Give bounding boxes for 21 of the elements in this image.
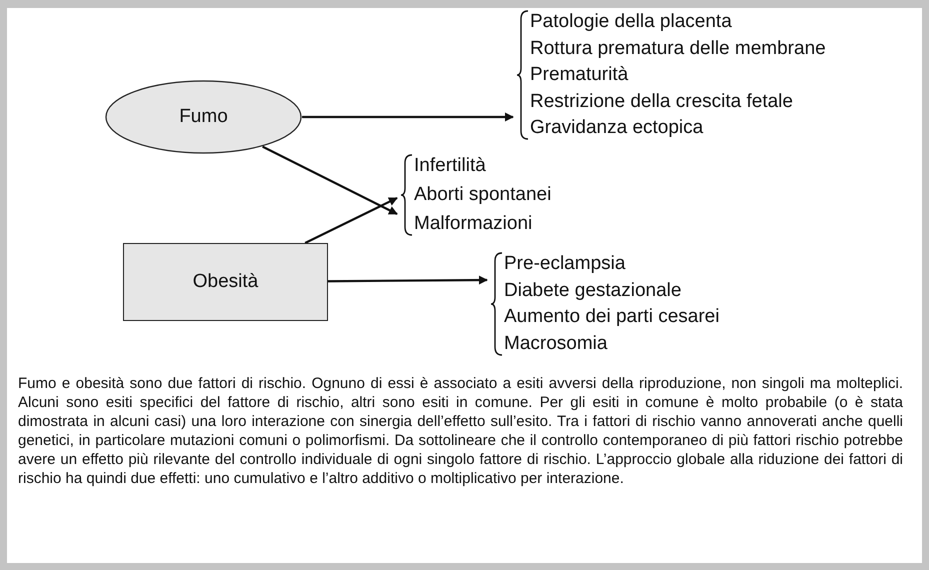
outcome-item: Macrosomia xyxy=(504,332,608,356)
arrow xyxy=(302,112,514,122)
caption: Fumo e obesità sono due fattori di rischio. Ognuno di essi è associato a esiti avversi della riproduzione, non singoli ma molteplici. Alcuni sono esiti specifici del fattore di rischio, altri sono esiti in comune. Per gli esiti in comune è molto probabile (o è stata dimostrata in alcuni casi) una loro interazione con sinergia dell’effetto sull’esito. Tra i fattori di rischio vanno annoverati anche quelli genetici, in particolare mutazioni comuni o polimorfismi. Da sottolineare che il controllo contemporaneo di più fattori rischio potrebbe avere un effetto più rilevante del controllo individuale di ogni singolo fattore di rischio. L’approccio globale alla riduzione dei fattori di rischio ha quindi due effetti: uno cumulativo e l’altro additivo o moltiplicativo per interazione. xyxy=(18,374,903,488)
outcome-item: Restrizione della crescita fetale xyxy=(530,90,794,114)
outcome-item: Infertilità xyxy=(414,154,487,178)
arrow xyxy=(328,276,488,285)
outcome-item: Aborti spontanei xyxy=(414,183,552,207)
outcome-item: Aumento dei parti cesarei xyxy=(504,305,720,330)
arrow xyxy=(262,146,398,215)
outcome-item: Rottura prematura delle membrane xyxy=(530,36,826,60)
outcome-item: Diabete gestazionale xyxy=(504,278,682,303)
ellipse-node xyxy=(105,80,302,154)
outcome-item: Pre-eclampsia xyxy=(504,252,626,276)
node-label: Fumo xyxy=(179,104,228,129)
process-box xyxy=(123,243,328,321)
arrow xyxy=(304,197,398,244)
node-label: Obesità xyxy=(192,270,258,294)
outcome-item: Malformazioni xyxy=(414,212,534,236)
outcome-item: Gravidanza ectopica xyxy=(530,116,704,140)
outcome-item: Prematurità xyxy=(530,63,630,87)
outcome-item: Patologie della placenta xyxy=(530,10,733,34)
